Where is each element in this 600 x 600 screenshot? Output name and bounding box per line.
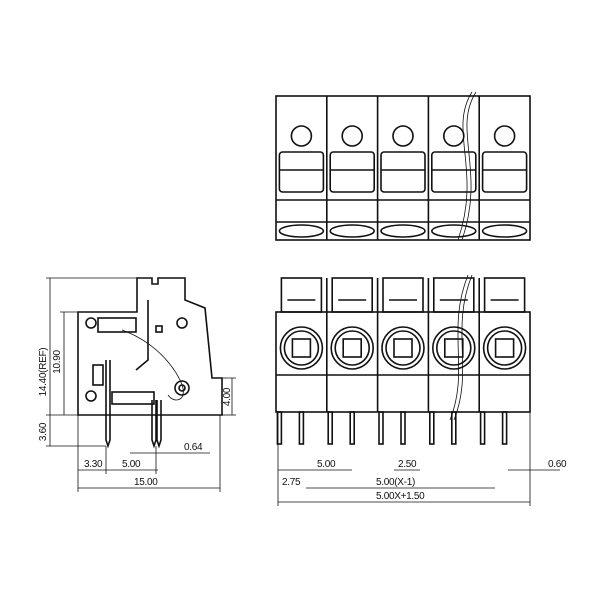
- wire-entry-inner: [334, 330, 371, 366]
- solder-pin: [349, 411, 356, 445]
- solder-pin: [327, 411, 334, 445]
- wire-opening: [430, 224, 477, 238]
- wire-entry: [381, 326, 425, 370]
- dim-pin-span: 5.00(X-1): [376, 477, 415, 488]
- push-button: [430, 151, 477, 193]
- clamp-window: [393, 338, 413, 358]
- side-dimension-labels: 14.40(REF) 10.90 3.60 4.00 0.64 3.30 5.0…: [38, 348, 233, 488]
- solder-pin: [501, 411, 508, 445]
- solder-pin: [276, 411, 283, 445]
- wire-entry-inner: [486, 330, 523, 366]
- spring-clamp: [121, 329, 184, 401]
- dim-total-length: 5.00X+1.50: [376, 491, 425, 502]
- clamp-pivot: [174, 380, 190, 396]
- dim-pin-width: 0.64: [184, 442, 203, 453]
- break-line: [449, 274, 469, 421]
- dim-edge-offset: 2.75: [282, 477, 301, 488]
- solder-pin: [428, 411, 435, 445]
- solder-pin: [479, 411, 486, 445]
- top-view: [275, 91, 531, 241]
- clamp-window: [494, 338, 515, 358]
- solder-pin: [400, 411, 406, 445]
- push-button: [481, 151, 528, 193]
- release-lever: [280, 277, 323, 313]
- dim-pitch: 5.00: [317, 459, 336, 470]
- dim-step-height: 4.00: [222, 387, 233, 406]
- wire-entry-inner: [283, 330, 320, 366]
- release-lever: [331, 277, 374, 313]
- front-dimension-lines: [277, 412, 560, 506]
- clamp-window: [291, 338, 312, 358]
- wire-opening: [329, 224, 376, 238]
- wire-entry-inner: [435, 330, 472, 366]
- front-dimension-labels: 5.00 2.50 0.60 2.75 5.00(X-1) 5.00X+1.50: [282, 459, 567, 502]
- dim-pin-spacing: 5.00: [122, 459, 141, 470]
- wire-opening: [380, 224, 426, 238]
- dim-depth: 15.00: [134, 477, 158, 488]
- solder-pin: [378, 411, 384, 445]
- screw-hole-icon: [85, 390, 97, 402]
- wire-entry-hole: [290, 125, 313, 147]
- break-line: [453, 274, 473, 421]
- release-lever: [432, 277, 475, 313]
- push-button: [278, 151, 325, 193]
- screw-hole-icon: [85, 317, 97, 329]
- dim-pin-offset: 3.30: [84, 459, 103, 470]
- break-line: [457, 91, 473, 241]
- release-lever: [382, 277, 424, 313]
- wire-entry-inner: [385, 330, 421, 366]
- push-button: [380, 151, 426, 193]
- wire-entry: [482, 326, 527, 370]
- dim-body-height: 10.90: [52, 350, 63, 374]
- screw-hole-icon: [176, 317, 188, 329]
- side-view: [46, 277, 236, 492]
- solder-pin: [450, 411, 457, 445]
- dim-front-pin-width: 0.60: [548, 459, 567, 470]
- wire-entry-hole: [442, 125, 465, 147]
- dim-pin-length: 3.60: [38, 422, 49, 441]
- side-view-outline: [77, 277, 223, 416]
- wire-entry: [279, 326, 324, 370]
- dim-half-pitch: 2.50: [398, 459, 417, 470]
- solder-pin: [298, 411, 305, 445]
- clamp-window: [443, 338, 464, 358]
- wire-entry: [330, 326, 375, 370]
- wire-opening: [278, 224, 325, 238]
- wire-entry: [431, 326, 476, 370]
- top-view-outline: [275, 95, 531, 241]
- wire-opening: [481, 224, 528, 238]
- push-button: [329, 151, 376, 193]
- clamp-window: [342, 338, 363, 358]
- break-line: [461, 91, 477, 241]
- wire-entry-hole: [493, 125, 516, 147]
- wire-entry-hole: [341, 125, 364, 147]
- release-lever: [483, 277, 526, 313]
- wire-entry-hole: [392, 125, 414, 147]
- dim-height-ref: 14.40(REF): [38, 348, 49, 397]
- front-view: [275, 274, 531, 445]
